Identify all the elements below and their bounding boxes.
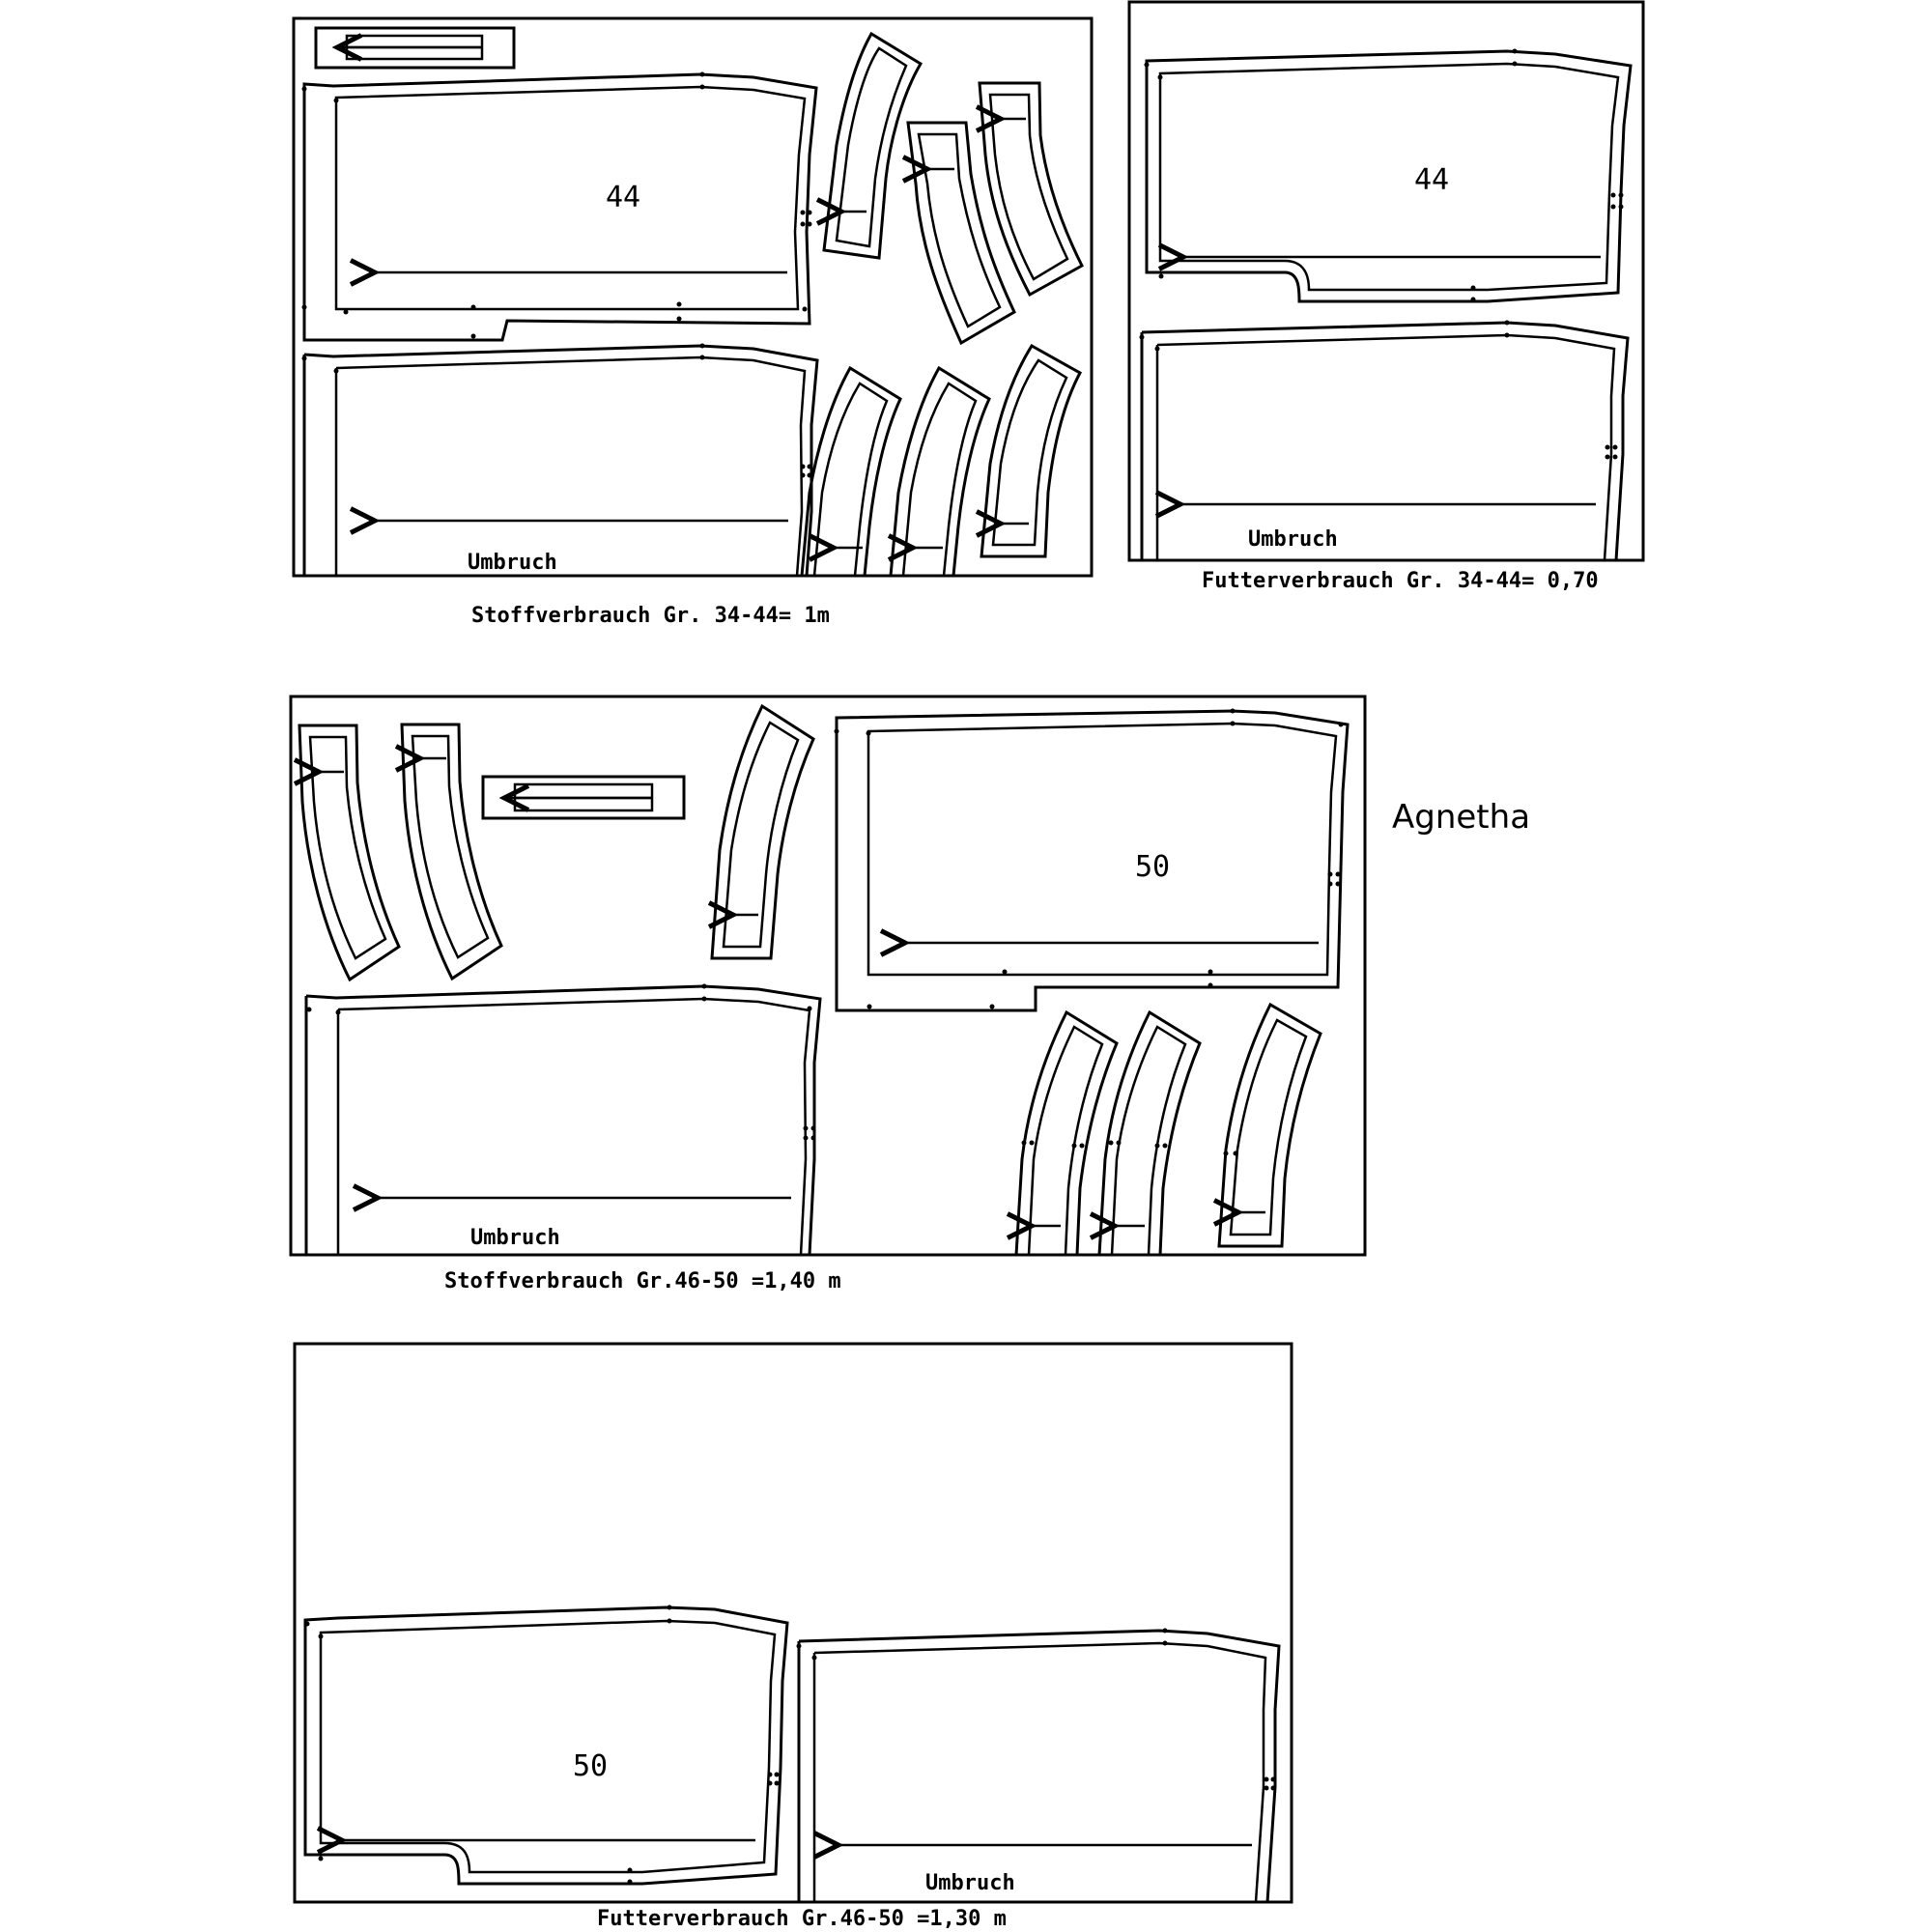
waistband-strip (824, 31, 923, 260)
lining-panel-back (796, 1628, 1281, 1903)
belt-piece (314, 26, 516, 70)
lining-usage-caption: Futterverbrauch Gr.46-50 =1,30 m (597, 1907, 1007, 1931)
fold-label: Umbruch (1248, 527, 1338, 552)
stoff-46-50-layout: 50 Umbruch (289, 695, 1367, 1293)
fabric-usage-caption: Stoffverbrauch Gr. 34-44= 1m (471, 604, 830, 628)
lining-frame (293, 1342, 1293, 1904)
stoff-34-44-layout: 44 Umbruch (292, 16, 1094, 628)
waistband-strip (299, 724, 401, 982)
skirt-panel-back (301, 343, 819, 577)
waistband-strip (980, 81, 1084, 298)
size-label: 44 (606, 181, 640, 214)
fold-label: Umbruch (468, 551, 557, 575)
waistband-strip (712, 703, 815, 960)
waistband-strip (1099, 1009, 1202, 1256)
skirt-panel-front (834, 708, 1350, 1012)
lining-panel-back (1139, 320, 1630, 561)
size-label: 50 (1135, 850, 1170, 884)
waistband-strip (1219, 1002, 1322, 1248)
fabric-frame (292, 16, 1094, 578)
pattern-name: Agnetha (1392, 798, 1530, 837)
belt-piece (481, 775, 686, 820)
size-label: 44 (1414, 163, 1449, 197)
waistband-strip (800, 365, 902, 577)
waistband-strip (402, 723, 503, 981)
lining-panel-front (1144, 48, 1633, 303)
fold-label: Umbruch (470, 1226, 560, 1250)
futter-34-44-layout: 44 Umbruch Futterverbrauch Gr. 34-44= 0,… (1127, 0, 1645, 593)
waistband-strip (1016, 1009, 1119, 1256)
skirt-panel-back (304, 983, 822, 1256)
skirt-panel-front (301, 71, 818, 342)
lining-usage-caption: Futterverbrauch Gr. 34-44= 0,70 (1202, 569, 1599, 593)
futter-46-50-layout: 50 Umbruch Futterverbrauch Gr.46-50 =1,3… (293, 1342, 1293, 1931)
size-label: 50 (573, 1749, 608, 1783)
waistband-strip (891, 365, 991, 577)
lining-panel-front (303, 1605, 789, 1886)
waistband-strip (981, 343, 1083, 558)
fold-label: Umbruch (925, 1871, 1015, 1895)
fabric-frame (289, 695, 1367, 1257)
waistband-strip (908, 121, 1016, 346)
lining-frame (1127, 0, 1645, 562)
fabric-usage-caption: Stoffverbrauch Gr.46-50 =1,40 m (444, 1269, 841, 1293)
